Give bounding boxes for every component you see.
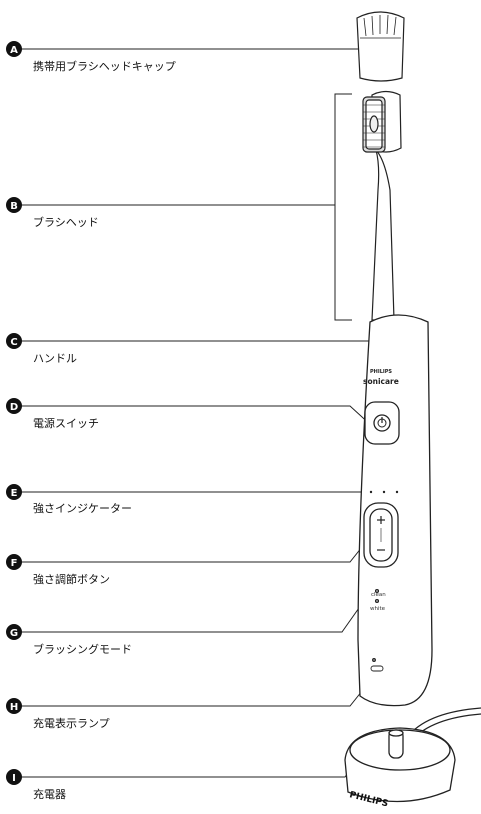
- handle-brand-top: PHILIPS: [370, 369, 392, 375]
- label-power-switch: 電源スイッチ: [33, 417, 99, 430]
- mode-white-label: white: [370, 606, 386, 612]
- mode-clean-label: clean: [371, 592, 386, 598]
- svg-text:B: B: [10, 201, 18, 212]
- charger: [344, 707, 481, 803]
- callout-line-i: [14, 761, 357, 778]
- badge-d: D: [6, 398, 22, 414]
- label-brush-head: ブラシヘッド: [33, 216, 99, 229]
- badge-a: A: [6, 41, 22, 57]
- badge-e: E: [6, 484, 22, 500]
- callout-line-g: [14, 597, 367, 633]
- badge-g: G: [6, 624, 22, 640]
- brush-head-cap: [356, 11, 405, 82]
- svg-text:E: E: [11, 488, 18, 499]
- intensity-indicator: [369, 490, 399, 494]
- handle: [357, 314, 433, 707]
- label-handle: ハンドル: [33, 352, 77, 365]
- svg-text:I: I: [12, 773, 16, 784]
- badge-c: C: [6, 333, 22, 349]
- callout-line-h: [14, 675, 375, 707]
- label-intensity-indicator: 強さインジケーター: [33, 502, 132, 515]
- label-brushing-mode: ブラッシングモード: [33, 643, 132, 656]
- svg-text:H: H: [10, 702, 18, 713]
- badge-f: F: [6, 554, 22, 570]
- callout-line-f: [14, 531, 375, 563]
- brush-head: [362, 90, 402, 321]
- badge-h: H: [6, 698, 22, 714]
- label-brush-head-cap: 携帯用ブラシヘッドキャップ: [33, 60, 176, 73]
- badge-b: B: [6, 197, 22, 213]
- svg-text:C: C: [10, 337, 17, 348]
- svg-text:G: G: [10, 628, 18, 639]
- svg-text:A: A: [10, 45, 18, 56]
- handle-brand-main: sonicare: [363, 377, 399, 386]
- label-charge-indicator: 充電表示ランプ: [33, 717, 110, 730]
- badge-i: I: [6, 769, 22, 785]
- brush-head-bracket: [334, 93, 352, 321]
- svg-text:D: D: [10, 402, 18, 413]
- label-charger: 充電器: [33, 788, 66, 801]
- label-intensity-button: 強さ調節ボタン: [33, 573, 110, 586]
- svg-text:F: F: [11, 558, 18, 569]
